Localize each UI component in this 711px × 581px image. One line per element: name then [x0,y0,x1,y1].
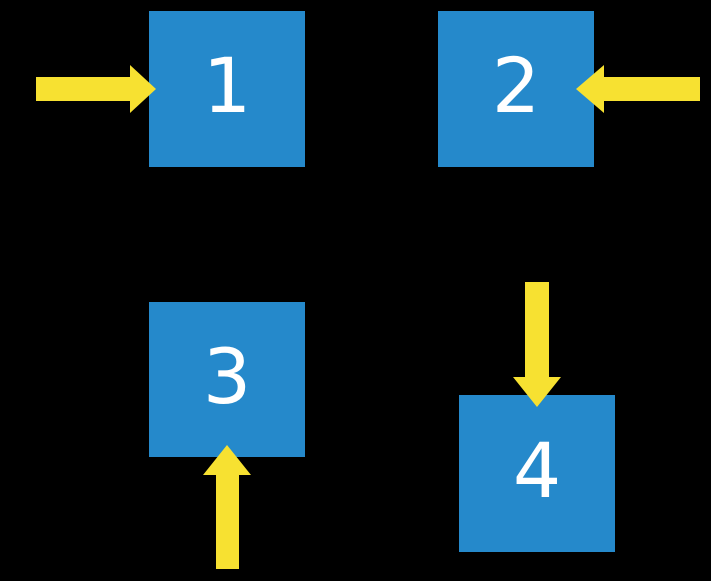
left-arrow-icon [576,65,700,113]
square-3: 3 [149,302,305,457]
square-1: 1 [149,11,305,167]
down-arrow-icon [513,282,561,407]
square-3-label: 3 [202,331,252,421]
square-2-label: 2 [491,41,541,130]
right-arrow-icon [36,65,156,113]
square-4-label: 4 [512,425,562,515]
square-4: 4 [459,395,615,552]
up-arrow-icon [203,445,251,569]
square-1-label: 1 [202,41,252,130]
square-2: 2 [438,11,594,167]
